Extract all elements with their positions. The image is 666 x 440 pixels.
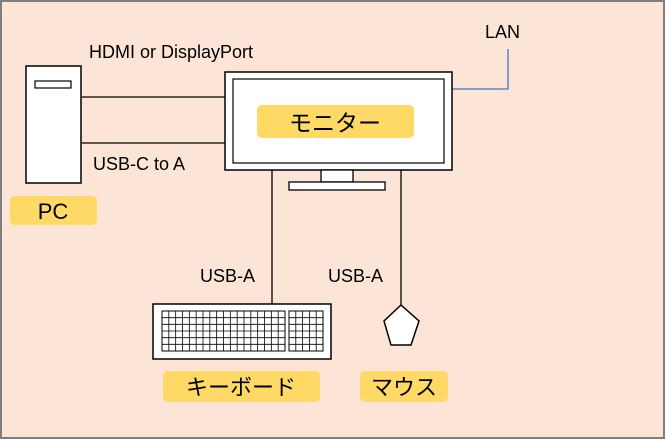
lan-label: LAN xyxy=(485,22,520,42)
keyboard-label: キーボード xyxy=(186,376,296,401)
pc-label-box xyxy=(10,196,97,225)
pc-label: PC xyxy=(38,199,69,224)
pc-drive-bay xyxy=(34,80,72,89)
monitor-label-box xyxy=(257,105,414,138)
mouse-label: マウス xyxy=(371,376,437,401)
monitor-neck xyxy=(320,169,354,183)
keyboard xyxy=(152,303,332,360)
connection-lines xyxy=(82,49,509,305)
monitor-label: モニター xyxy=(289,111,381,137)
usb-c-label: USB-C to A xyxy=(93,154,185,174)
pc-tower xyxy=(25,65,82,184)
mouse-label-box xyxy=(360,371,448,402)
lan-cable xyxy=(452,49,509,90)
keyboard-keys-numpad xyxy=(288,310,324,352)
keyboard-keys-main xyxy=(161,310,286,352)
keyboard-label-box xyxy=(163,371,320,402)
keyboard-usb-label: USB-A xyxy=(200,266,255,286)
monitor-stand xyxy=(288,181,386,191)
mouse-usb-label: USB-A xyxy=(328,266,383,286)
hdmi-label: HDMI or DisplayPort xyxy=(89,42,253,62)
mouse-icon xyxy=(383,303,420,346)
